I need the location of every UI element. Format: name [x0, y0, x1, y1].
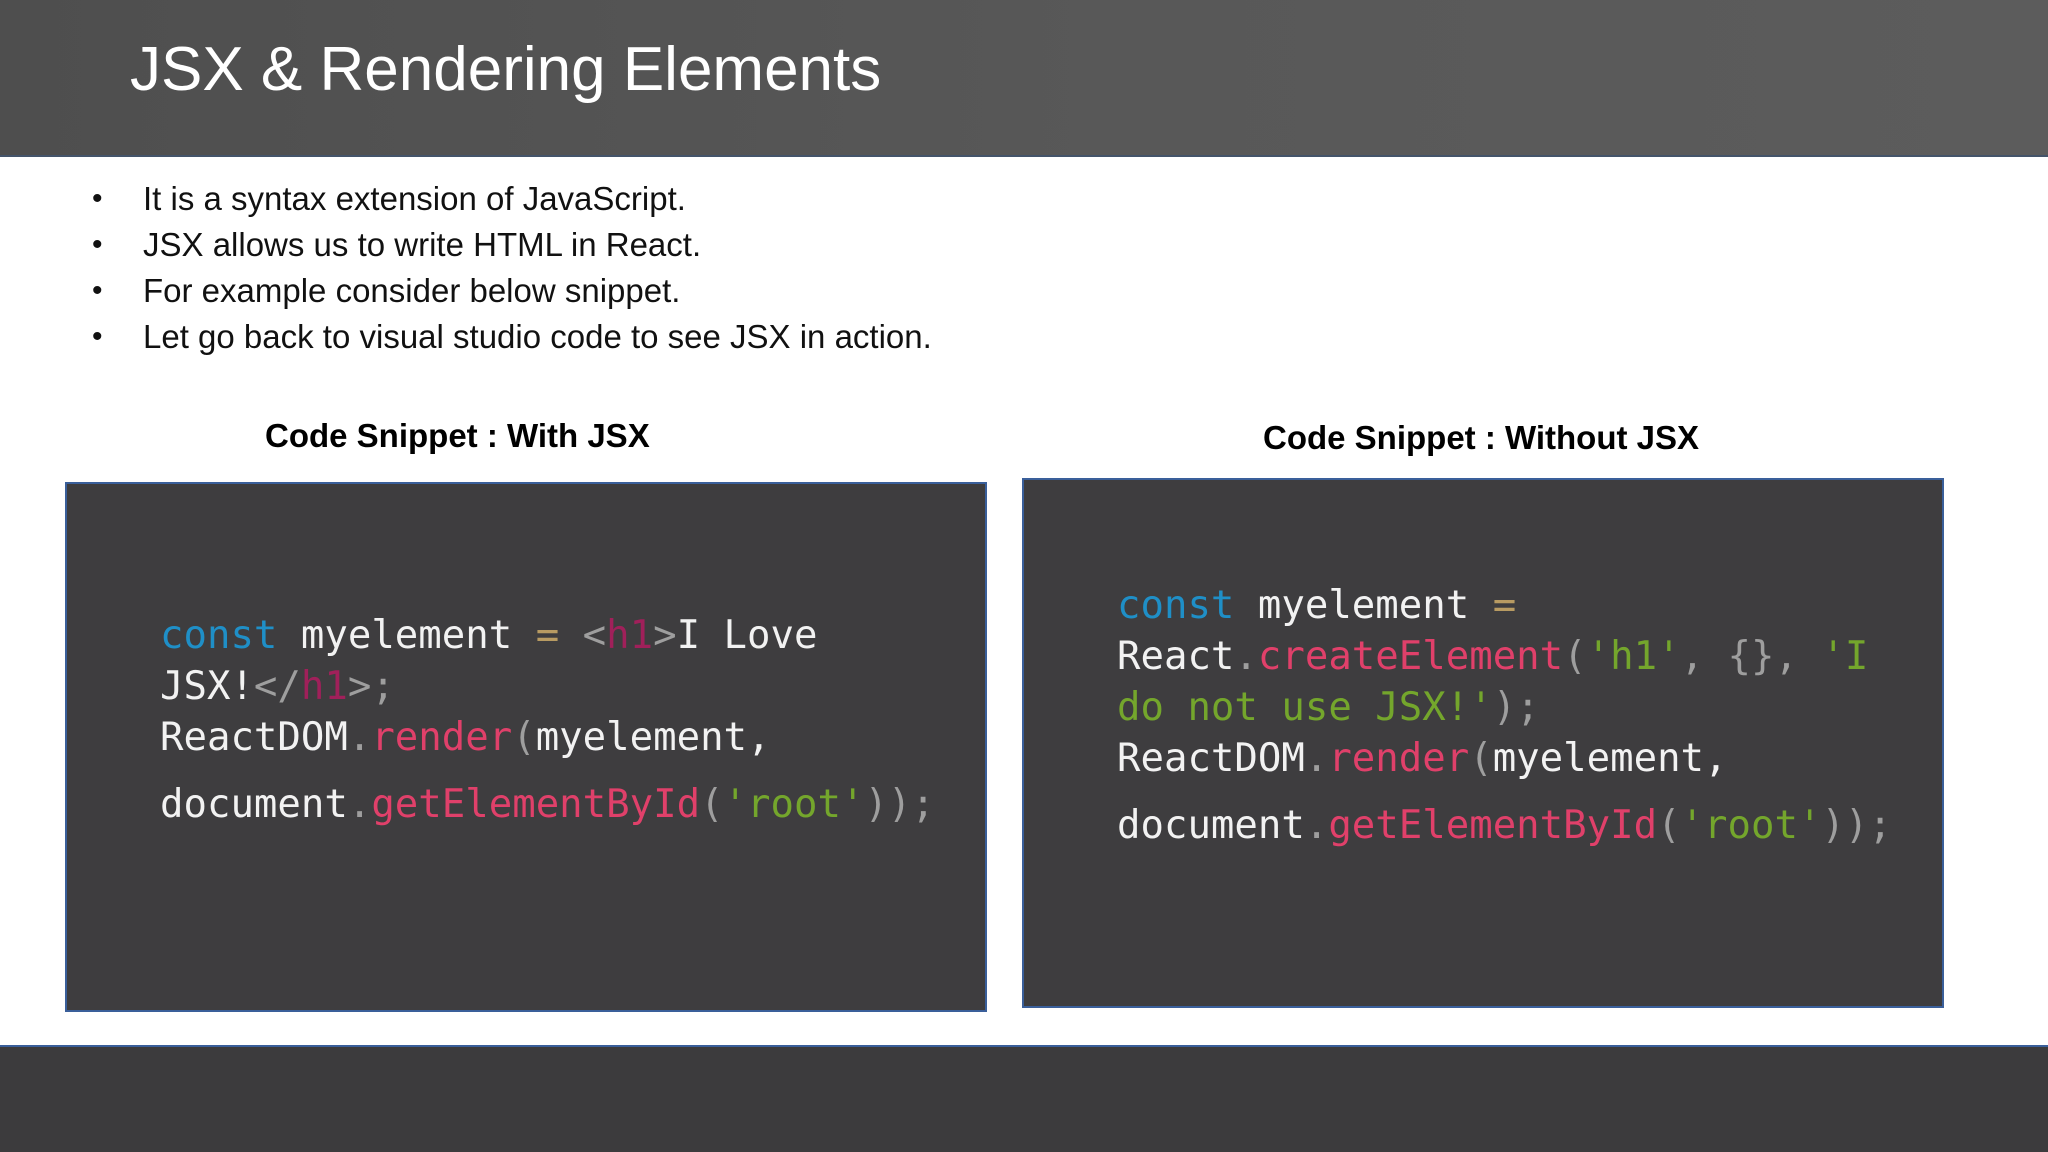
code-token: ));	[1821, 803, 1892, 848]
code-line: const myelement = <h1>I Love	[160, 610, 935, 661]
code-line: document.getElementById('root'));	[1117, 800, 1892, 851]
code-token: JSX!	[160, 664, 254, 709]
code-token: myelement	[1234, 583, 1493, 628]
code-line: ReactDOM.render(myelement,	[160, 712, 935, 763]
code-line: React.createElement('h1', {}, 'I	[1117, 631, 1892, 682]
bullet-item: Let go back to visual studio code to see…	[92, 314, 932, 360]
code-token: getElementById	[1328, 803, 1658, 848]
code-token: const	[1117, 583, 1235, 628]
code-token: myelement,	[535, 715, 771, 760]
code-line: const myelement =	[1117, 580, 1892, 631]
code-block-without-jsx: const myelement =React.createElement('h1…	[1117, 580, 1892, 851]
code-token: ));	[864, 782, 935, 827]
code-token: 'I	[1821, 634, 1869, 679]
code-token: <	[582, 613, 607, 658]
code-box-without-jsx: const myelement =React.createElement('h1…	[1022, 478, 1944, 1008]
code-token: (	[700, 782, 724, 827]
code-token: I Love	[676, 613, 818, 658]
code-line: ReactDOM.render(myelement,	[1117, 733, 1892, 784]
code-token: 'root'	[1680, 803, 1822, 848]
code-token	[559, 613, 582, 658]
code-token: =	[535, 613, 560, 658]
code-token: myelement,	[1492, 736, 1728, 781]
bullet-item: For example consider below snippet.	[92, 268, 932, 314]
header-bar: JSX & Rendering Elements	[0, 0, 2048, 157]
code-token: .	[1304, 803, 1329, 848]
code-line: do not use JSX!');	[1117, 682, 1892, 733]
code-token: document	[1117, 803, 1305, 848]
slide-title: JSX & Rendering Elements	[130, 35, 882, 104]
code-token: getElementById	[371, 782, 701, 827]
code-token: .	[347, 715, 372, 760]
footer-bar	[0, 1045, 2048, 1152]
code-token: myelement	[277, 613, 536, 658]
code-token: render	[371, 715, 513, 760]
code-line: JSX!</h1>;	[160, 661, 935, 712]
code-token: .	[347, 782, 372, 827]
bullet-item: It is a syntax extension of JavaScript.	[92, 176, 932, 222]
code-token: const	[160, 613, 278, 658]
code-token: (	[1563, 634, 1587, 679]
code-token: document	[160, 782, 348, 827]
code-token: ReactDOM	[1117, 736, 1305, 781]
code-token: (	[1657, 803, 1681, 848]
code-token: (	[512, 715, 536, 760]
code-line: document.getElementById('root'));	[160, 779, 935, 830]
code-token: , {},	[1680, 634, 1822, 679]
bullet-item: JSX allows us to write HTML in React.	[92, 222, 932, 268]
snippet-heading-with-jsx: Code Snippet : With JSX	[265, 417, 650, 454]
code-token: >;	[347, 664, 395, 709]
code-token: 'h1'	[1586, 634, 1681, 679]
code-token: h1	[300, 664, 348, 709]
code-token: React	[1117, 634, 1235, 679]
code-token: ReactDOM	[160, 715, 348, 760]
code-token: createElement	[1257, 634, 1564, 679]
snippet-heading-without-jsx: Code Snippet : Without JSX	[1263, 419, 1700, 456]
code-token: 'root'	[723, 782, 865, 827]
code-token: .	[1234, 634, 1258, 679]
code-token: );	[1492, 685, 1540, 730]
code-token: </	[253, 664, 301, 709]
code-token: =	[1492, 583, 1517, 628]
code-token: h1	[606, 613, 654, 658]
code-token: render	[1328, 736, 1470, 781]
code-token: do not use JSX!'	[1117, 685, 1493, 730]
code-token: (	[1469, 736, 1493, 781]
code-token: .	[1304, 736, 1329, 781]
code-token: >	[653, 613, 677, 658]
bullet-list: It is a syntax extension of JavaScript. …	[92, 176, 932, 360]
